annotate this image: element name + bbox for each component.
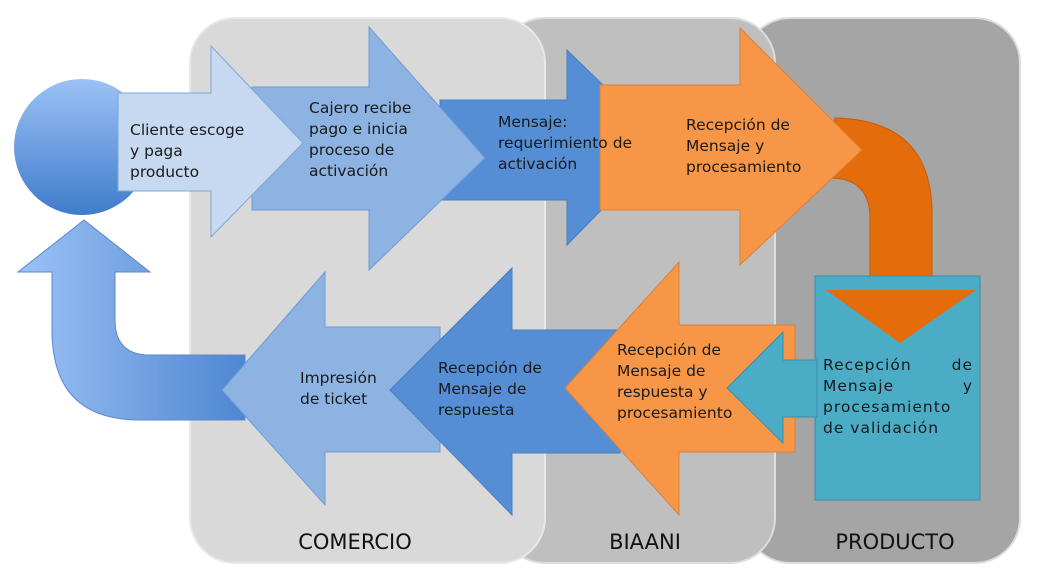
arrow-step-7 — [389, 266, 621, 517]
lane-label-biaani: BIAANI — [609, 530, 681, 554]
step-2-label: Cajero recibe pago e inicia proceso de a… — [309, 99, 412, 180]
step-1-label: Cliente escoge y paga producto — [130, 121, 245, 181]
arrow-step-8 — [221, 270, 441, 507]
step-6-label: Recepción de Mensaje de respuesta y proc… — [617, 341, 733, 422]
arrow-step-5 — [726, 330, 818, 445]
arrow-step-1 — [117, 44, 304, 239]
lane-label-comercio: COMERCIO — [298, 530, 412, 554]
step-7-label: Recepción de Mensaje de respuesta — [438, 359, 542, 419]
step-4-label: Recepción de Mensaje y procesamiento — [686, 116, 802, 176]
step-8-label: Impresión de ticket — [300, 369, 377, 408]
return-u-arrow — [16, 219, 246, 421]
arrow-step-2 — [251, 25, 486, 272]
step-3-label: Mensaje: requerimiento de activación — [498, 113, 633, 173]
arrow-step-4 — [599, 26, 863, 267]
lane-label-producto: PRODUCTO — [835, 530, 955, 554]
customer-circle — [14, 79, 150, 215]
step-5-label: Recepción de Mensaje y procesamiento de … — [823, 356, 973, 437]
curved-arrow-head — [826, 290, 976, 343]
arrow-step-6 — [564, 260, 796, 517]
